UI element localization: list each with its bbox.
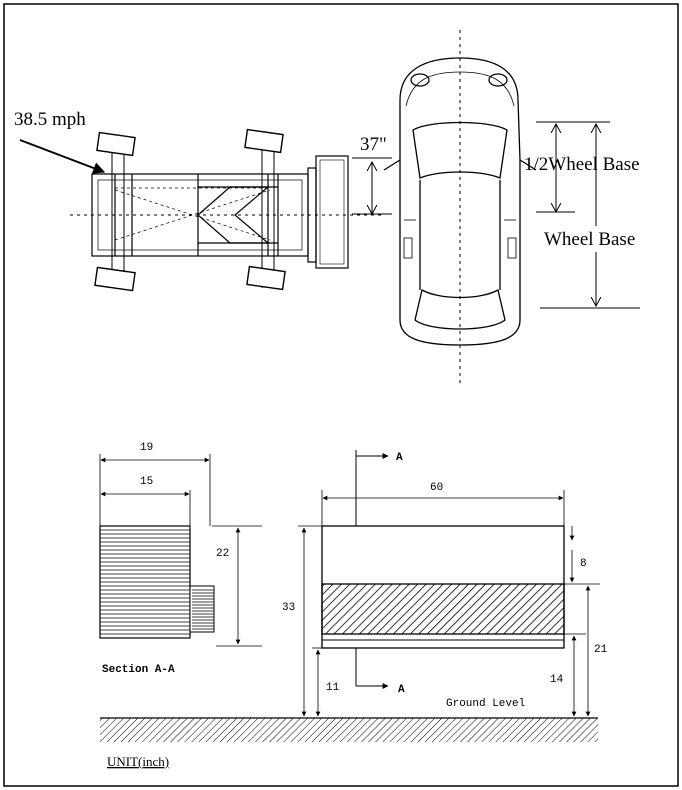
length-label: 60 (430, 482, 443, 494)
offset-label: 37" (360, 134, 387, 155)
ground-level-label: Ground Level (446, 698, 525, 710)
bottom-clearance-label: 11 (326, 682, 340, 694)
unit-label: UNIT(inch) (107, 754, 169, 769)
outer-border (3, 3, 679, 787)
hatched-beam (321, 583, 565, 635)
section-title: Section A-A (102, 664, 175, 676)
cut-marker-top: A (396, 452, 403, 464)
wheel-base-label: Wheel Base (544, 229, 635, 250)
cut-marker-bottom: A (398, 684, 405, 696)
test-vehicle-wheels (94, 128, 286, 292)
total-height-label: 33 (282, 602, 295, 614)
section-height-label: 22 (216, 548, 229, 560)
section-aa: 19 15 22 Section A-A (99, 442, 262, 676)
impact-arrow (19, 139, 106, 174)
side-view: A A 60 33 11 8 14 21 Ground Level (282, 450, 608, 717)
top-offset-label: 8 (580, 558, 587, 570)
test-vehicle (91, 136, 349, 288)
half-wheel-base-label: 1/2Wheel Base (524, 154, 640, 175)
section-end-piece (189, 585, 215, 633)
ground-hatch (100, 718, 598, 742)
speed-label: 38.5 mph (14, 109, 86, 130)
section-width-inner-label: 15 (140, 476, 153, 488)
top-view: 38.5 mph (14, 30, 652, 385)
beam-height-label: 21 (594, 644, 608, 656)
target-car (383, 57, 537, 346)
section-width-outer-label: 19 (140, 442, 153, 454)
lower-height-label: 14 (550, 674, 564, 686)
